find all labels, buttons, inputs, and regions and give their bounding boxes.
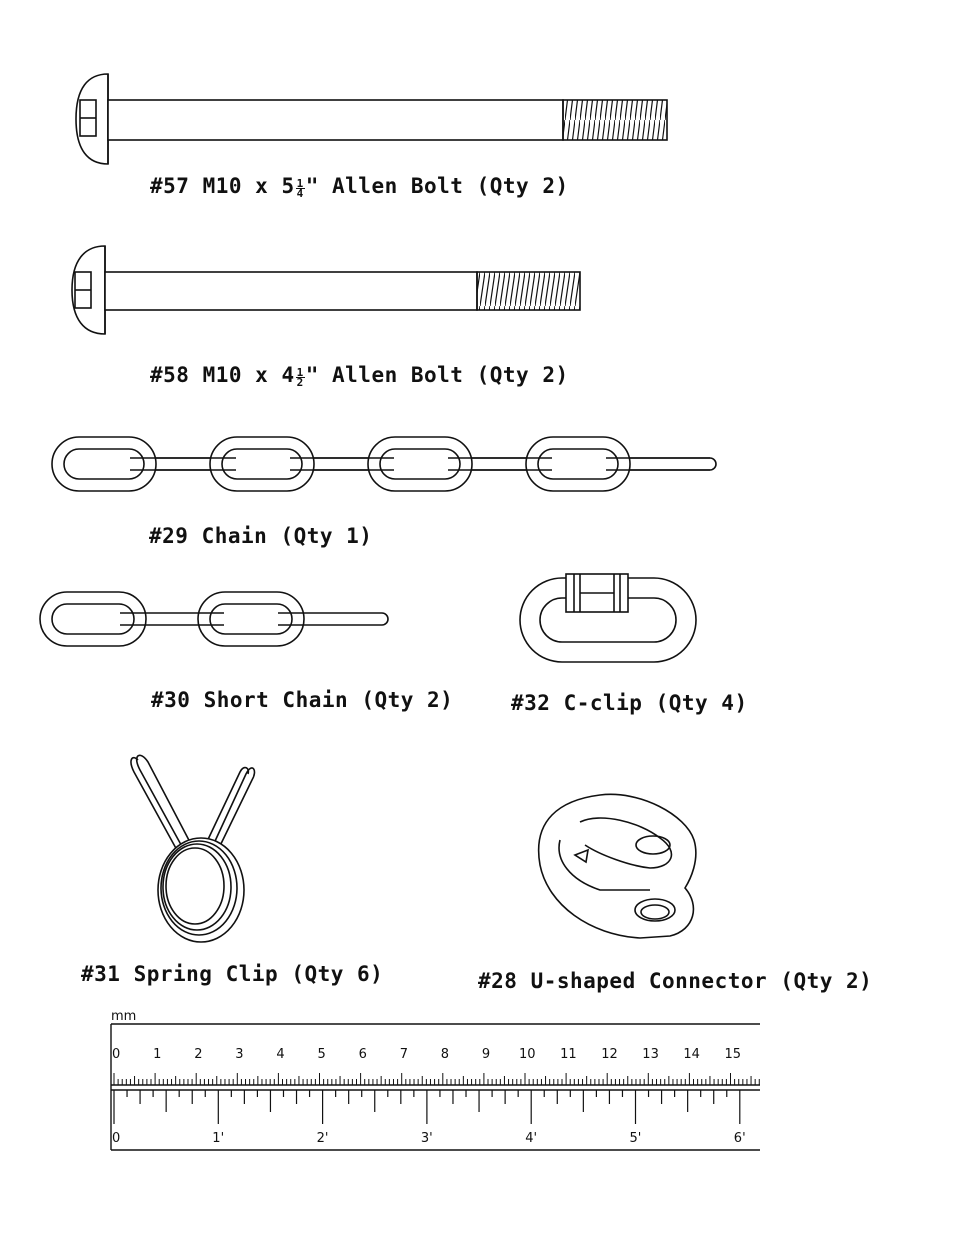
c-clip-32-drawing <box>520 574 696 662</box>
caption-30-qty: (Qty 2) <box>361 688 453 712</box>
chain-29-drawing <box>52 437 716 491</box>
ruler-mm-label: mm <box>111 1009 136 1024</box>
caption-31-qty: (Qty 6) <box>291 962 383 986</box>
caption-29: #29 Chain (Qty 1) <box>149 524 372 548</box>
caption-57-qty: (Qty 2) <box>477 174 569 198</box>
cm-label: 13 <box>642 1047 659 1062</box>
cm-label: 5 <box>318 1047 326 1062</box>
u-connector-28-drawing <box>539 794 696 938</box>
caption-58-qty: (Qty 2) <box>477 363 569 387</box>
caption-30-label: #30 Short Chain <box>151 688 348 712</box>
cm-label: 14 <box>683 1047 700 1062</box>
caption-31: #31 Spring Clip (Qty 6) <box>81 962 383 986</box>
spring-clip-31-drawing <box>131 755 254 942</box>
inch-label: 4' <box>525 1131 537 1146</box>
caption-57-id: #57 <box>150 174 189 198</box>
caption-32-qty: (Qty 4) <box>656 691 748 715</box>
ruler-inch-labels: 0 1' 2' 3' 4' 5' 6' <box>112 1131 746 1146</box>
cm-label: 1 <box>153 1047 161 1062</box>
cm-label: 8 <box>441 1047 449 1062</box>
caption-57-frac-den: 4 <box>296 189 305 198</box>
cm-label: 2 <box>194 1047 202 1062</box>
cm-label: 10 <box>519 1047 536 1062</box>
caption-58-id: #58 <box>150 363 189 387</box>
cm-label: 12 <box>601 1047 618 1062</box>
caption-30: #30 Short Chain (Qty 2) <box>151 688 453 712</box>
caption-32: #32 C-clip (Qty 4) <box>511 691 748 715</box>
bolt-57-drawing <box>76 74 667 164</box>
inch-label: 1' <box>212 1131 224 1146</box>
caption-28: #28 U-shaped Connector (Qty 2) <box>478 969 872 993</box>
cm-label: 3 <box>235 1047 243 1062</box>
caption-29-qty: (Qty 1) <box>280 524 372 548</box>
caption-29-label: #29 Chain <box>149 524 267 548</box>
caption-58-desc: " Allen Bolt <box>306 363 464 387</box>
inch-label: 5' <box>630 1131 642 1146</box>
caption-58-frac-den: 2 <box>296 378 305 387</box>
caption-31-label: #31 Spring Clip <box>81 962 278 986</box>
bolt-58-drawing <box>72 246 580 334</box>
short-chain-30-drawing <box>40 592 388 646</box>
caption-57-spec: M10 x 5 <box>203 174 295 198</box>
caption-58-spec: M10 x 4 <box>203 363 295 387</box>
caption-28-label: #28 U-shaped Connector <box>478 969 767 993</box>
inch-label: 2' <box>317 1131 329 1146</box>
cm-label: 15 <box>725 1047 742 1062</box>
caption-28-qty: (Qty 2) <box>780 969 872 993</box>
inch-label: 0 <box>112 1131 120 1146</box>
inch-label: 3' <box>421 1131 433 1146</box>
cm-label: 0 <box>112 1047 120 1062</box>
ruler-inch-ticks <box>114 1090 740 1124</box>
cm-label: 11 <box>560 1047 577 1062</box>
cm-label: 9 <box>482 1047 490 1062</box>
caption-57-desc: " Allen Bolt <box>306 174 464 198</box>
ruler-mm-ticks <box>114 1073 759 1085</box>
inch-label: 6' <box>734 1131 746 1146</box>
cm-label: 7 <box>400 1047 408 1062</box>
cm-label: 4 <box>276 1047 284 1062</box>
cm-label: 6 <box>359 1047 367 1062</box>
caption-32-label: #32 C-clip <box>511 691 642 715</box>
